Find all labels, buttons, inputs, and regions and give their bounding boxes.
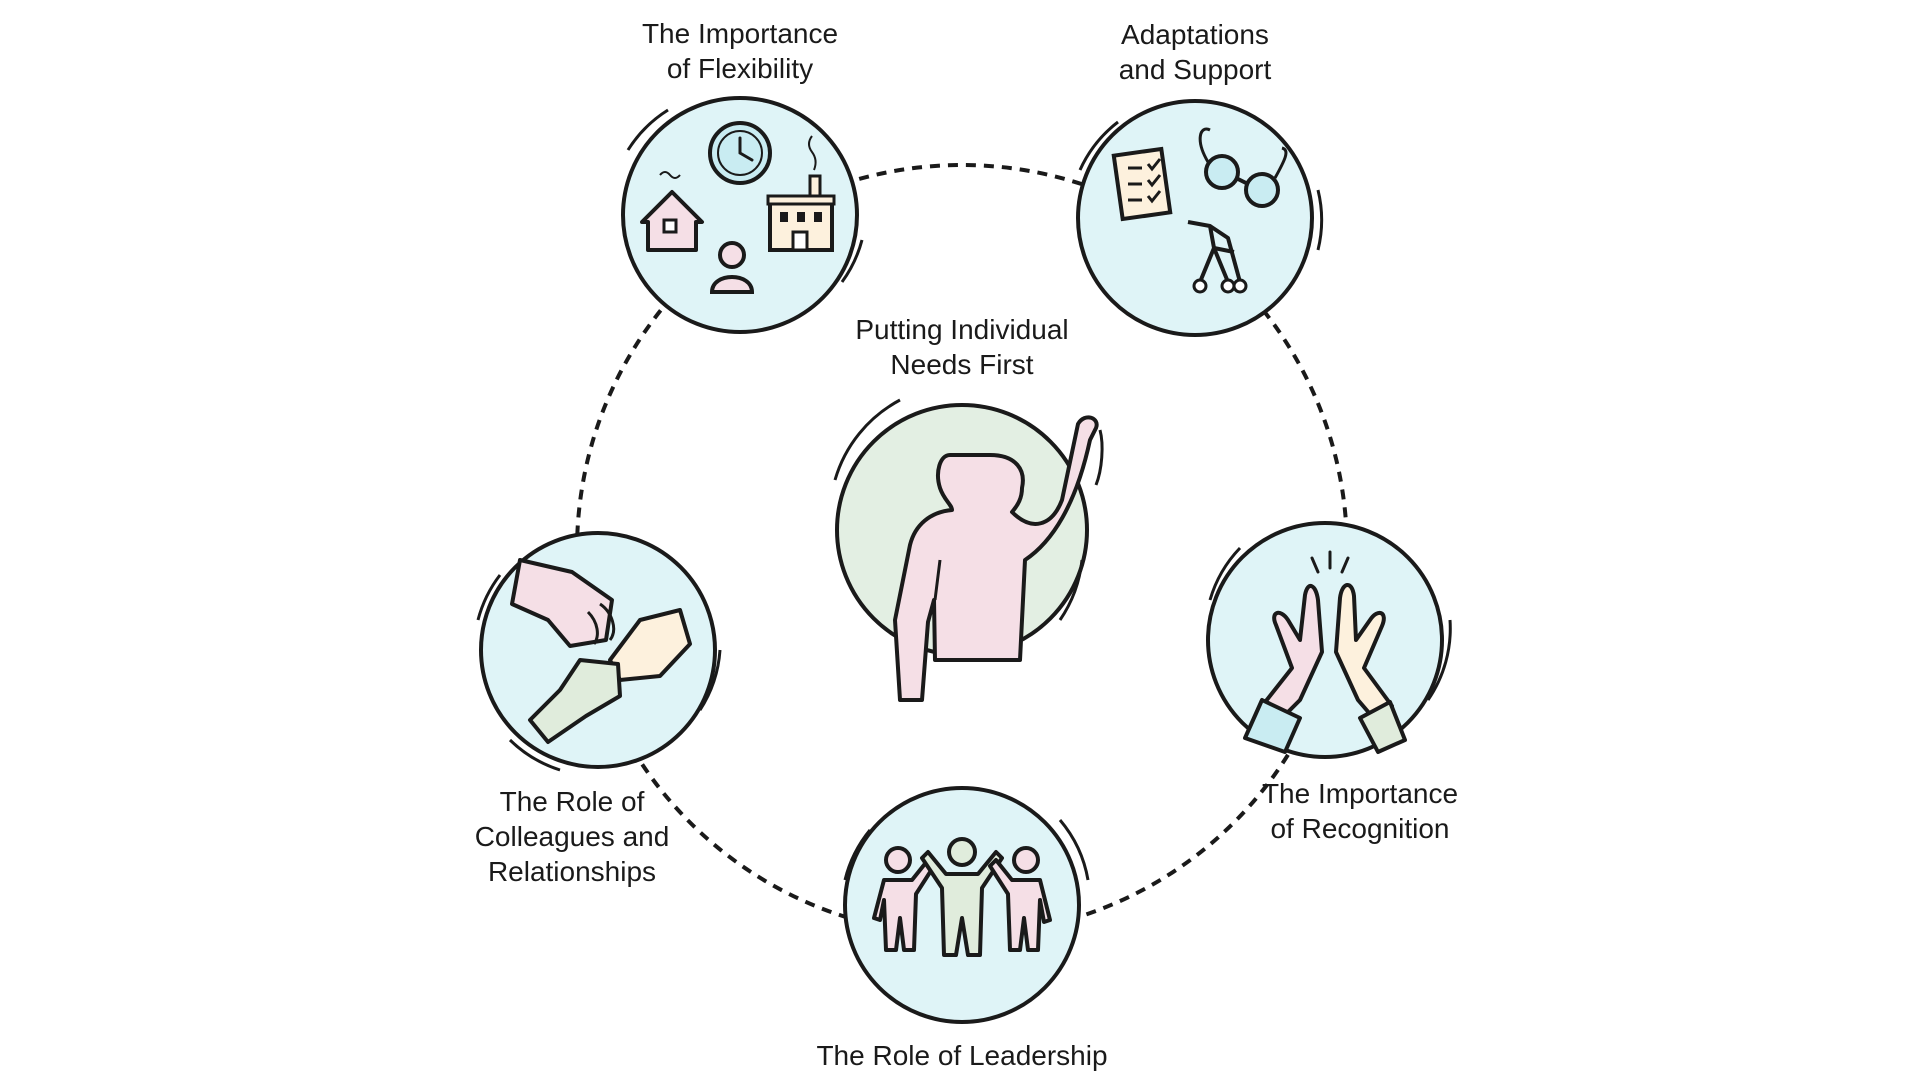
group-holding-hands-icon	[872, 837, 1052, 957]
node-label-recognition: The Importance of Recognition	[1261, 778, 1459, 844]
node-leadership	[843, 786, 1090, 1024]
node-recognition	[1206, 521, 1452, 759]
node-label-colleagues: The Role of Colleagues and Relationships	[474, 786, 670, 887]
raised-hand-person-icon	[893, 415, 1104, 702]
center-label: Putting Individual Needs First	[855, 314, 1069, 380]
node-flexibility	[621, 96, 864, 334]
node-label-adaptations: Adaptations and Support	[1118, 19, 1272, 85]
node-colleagues	[476, 531, 722, 772]
node-label-leadership: The Role of Leadership	[816, 1040, 1108, 1071]
glasses-checklist-walker-icon	[1111, 127, 1288, 294]
stacked-hands-icon	[510, 558, 692, 744]
high-five-icon	[1243, 550, 1407, 754]
home-office-clock-icon	[640, 121, 836, 294]
node-label-flexibility: The Importance of Flexibility	[641, 18, 839, 84]
center-node	[833, 398, 1104, 702]
node-adaptations	[1076, 99, 1324, 337]
